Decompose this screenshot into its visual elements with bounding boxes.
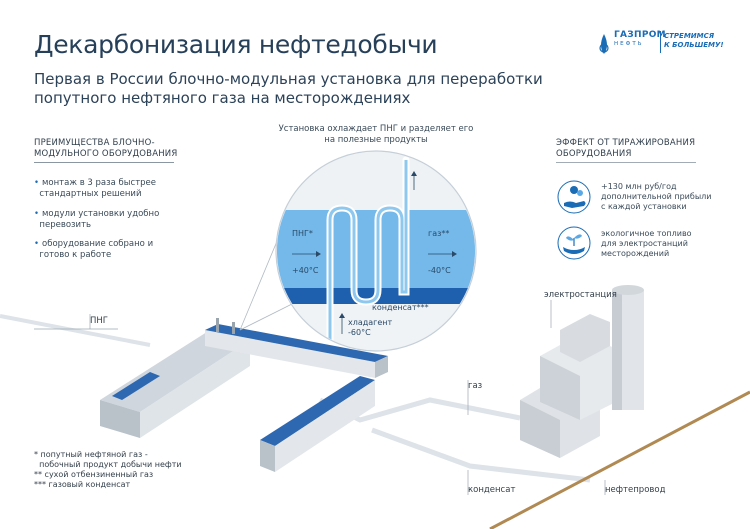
page-subtitle: Первая в России блочно-модульная установ… <box>34 70 543 107</box>
advantages-heading: ПРЕИМУЩЕСТВА БЛОЧНО-МОДУЛЬНОГО ОБОРУДОВА… <box>34 138 178 159</box>
oil-pipeline <box>489 390 750 529</box>
logo-sub: НЕФТЬ <box>614 41 644 47</box>
footnotes: * попутный нефтяной газ - побочный проду… <box>34 450 182 489</box>
money-hand-icon <box>557 180 591 214</box>
modular-unit <box>100 318 388 472</box>
png-label: ПНГ <box>90 316 108 326</box>
plant-hands-icon <box>557 226 591 260</box>
png-pipe <box>0 314 151 347</box>
page-title: Декарбонизация нефтедобычи <box>34 30 438 59</box>
pipeline-label: нефтепровод <box>605 485 666 495</box>
refrigerant-label: хладагент-60°C <box>348 318 393 337</box>
logo-name: ГАЗПРОМ <box>614 30 666 40</box>
inlet-temp: +40°C <box>292 266 319 275</box>
condensate-pipe <box>371 427 591 483</box>
inlet-label: ПНГ* <box>292 229 313 238</box>
power-station <box>520 285 644 458</box>
advantage-item: •модули установки удобно перевозить <box>34 209 160 230</box>
power-station-label: электростанция <box>544 290 617 300</box>
outlet-temp: -40°C <box>428 266 451 275</box>
advantage-item: •оборудование собрано и готово к работе <box>34 239 154 260</box>
process-magnifier <box>239 150 477 352</box>
condensate-label: конденсат <box>468 485 516 495</box>
outlet-label: газ** <box>428 229 450 238</box>
gas-label: газ <box>468 381 483 391</box>
gazprom-flame-icon <box>599 34 609 54</box>
condensate-out-label: конденсат*** <box>372 303 429 312</box>
advantage-item: •монтаж в 3 раза быстрее стандартных реш… <box>34 178 156 199</box>
